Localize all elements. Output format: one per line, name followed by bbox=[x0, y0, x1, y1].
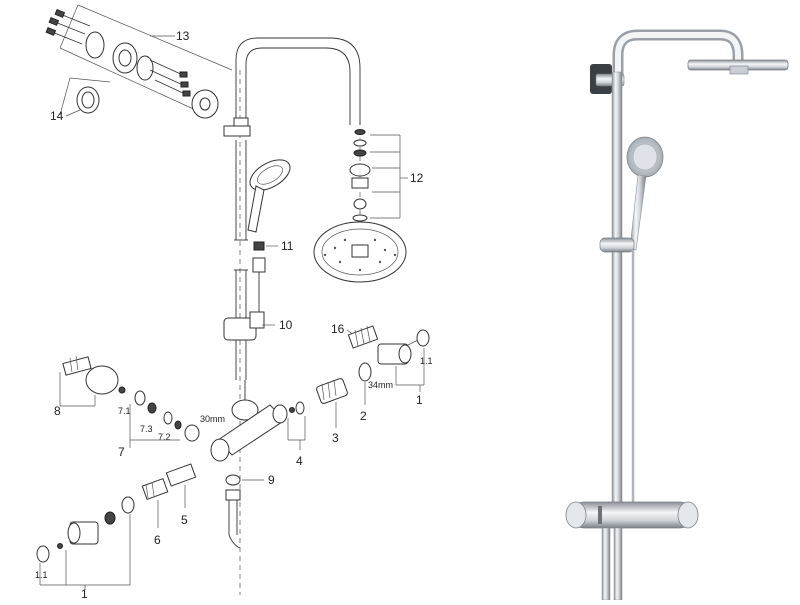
hose-photo bbox=[625, 250, 635, 527]
callout-7-3: 7.3 bbox=[140, 424, 153, 434]
thermostat-photo bbox=[571, 501, 693, 529]
callout-3: 3 bbox=[332, 431, 339, 445]
callout-16: 16 bbox=[331, 322, 345, 336]
callout-14: 14 bbox=[50, 109, 64, 123]
wall-bracket-assembly: 13 bbox=[45, 4, 233, 119]
callout-8: 8 bbox=[54, 404, 61, 418]
callout-9: 9 bbox=[268, 473, 275, 487]
left-handle-assembly: 8 30mm 7.1 7.3 7.2 7 bbox=[54, 355, 225, 459]
callout-11: 11 bbox=[281, 239, 294, 253]
lower-pipe-photo bbox=[601, 527, 611, 601]
dimension-30mm: 30mm bbox=[200, 414, 225, 424]
callout-1-1-left: 1.1 bbox=[35, 570, 48, 580]
callout-7-2: 7.2 bbox=[158, 432, 171, 442]
left-inlet-assembly: 1 1.1 bbox=[35, 496, 135, 601]
callout-13: 13 bbox=[176, 29, 190, 43]
slider-10: 10 bbox=[223, 311, 293, 341]
callout-4: 4 bbox=[296, 454, 303, 468]
riser-pipe-photo bbox=[611, 71, 623, 513]
hand-shower bbox=[247, 159, 291, 233]
cover-ring-14: 14 bbox=[50, 77, 111, 123]
right-inlet-assembly: 16 1 1.1 2 34mm 3 bbox=[287, 322, 433, 468]
hose-connector-11: 11 bbox=[252, 239, 294, 312]
callout-12: 12 bbox=[410, 171, 424, 185]
exploded-drawing: 13 14 bbox=[35, 4, 433, 601]
head-shower-assembly: 12 bbox=[313, 129, 424, 283]
callout-7-1: 7.1 bbox=[118, 406, 131, 416]
dimension-34mm: 34mm bbox=[368, 380, 393, 390]
callout-6: 6 bbox=[154, 533, 161, 547]
callout-1-left: 1 bbox=[81, 587, 88, 600]
callout-1-1-right: 1.1 bbox=[420, 356, 433, 366]
cartridges-5-6: 5 6 bbox=[141, 463, 197, 547]
product-photo bbox=[565, 29, 789, 601]
lower-pipe-9: 9 bbox=[225, 473, 275, 549]
callout-2: 2 bbox=[360, 409, 367, 423]
thermostat-body bbox=[210, 380, 288, 462]
callout-5: 5 bbox=[181, 513, 188, 527]
slider-photo bbox=[599, 237, 635, 253]
callout-7: 7 bbox=[118, 445, 125, 459]
spray-nozzles bbox=[323, 238, 397, 272]
callout-10: 10 bbox=[279, 318, 293, 332]
callout-1-right: 1 bbox=[416, 393, 423, 407]
